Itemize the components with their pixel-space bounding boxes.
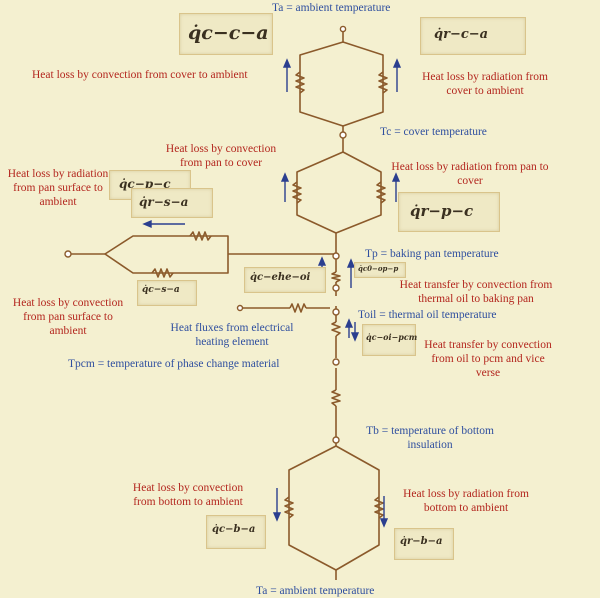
arrow-down-icon bbox=[379, 518, 389, 528]
wire bbox=[335, 151, 382, 234]
symbol-q-c-s-a: q̇c−s−a bbox=[142, 285, 180, 295]
arrow-down-icon bbox=[272, 512, 282, 522]
label-oil-to-pan: Heat transfer by convection from thermal… bbox=[399, 279, 553, 305]
arrow-down-icon bbox=[350, 332, 360, 342]
resistor bbox=[151, 268, 174, 278]
node-oil bbox=[332, 308, 340, 316]
symbol-q-c0-op-p: q̇c0−op−p bbox=[358, 264, 399, 273]
resistor bbox=[284, 496, 294, 519]
symbol-q-c-b-a: q̇c−b−a bbox=[212, 524, 256, 535]
wire bbox=[335, 445, 380, 571]
label-oil-temp: Toil = thermal oil temperature bbox=[358, 309, 497, 321]
node-ambient-top bbox=[339, 25, 347, 33]
node-pan bbox=[332, 252, 340, 260]
resistor bbox=[331, 271, 341, 283]
symbol-q-r-p-c: q̇r−p−c bbox=[410, 202, 474, 220]
symbol-box bbox=[362, 324, 416, 356]
label-conv-cover-ambient: Heat loss by convection from cover to am… bbox=[32, 69, 248, 81]
node-ambient-left bbox=[64, 250, 72, 258]
arrow-up-icon bbox=[392, 58, 402, 68]
symbol-q-c-p-c: q̇c−p−c bbox=[119, 177, 171, 191]
label-rad-pan-cover: Heat loss by radiation from pan to cover bbox=[391, 161, 549, 187]
resistor bbox=[295, 71, 305, 94]
symbol-q-c-ehe-oi: q̇c−ehe−oi bbox=[250, 272, 311, 283]
symbol-box bbox=[398, 192, 500, 232]
wire bbox=[288, 445, 337, 571]
symbol-box bbox=[137, 280, 197, 306]
wire bbox=[104, 235, 229, 255]
symbol-q-r-s-a: q̇r−s−a bbox=[139, 195, 189, 209]
resistor bbox=[292, 181, 302, 204]
label-rad-cover-ambient: Heat loss by radiation from cover to amb… bbox=[422, 71, 548, 97]
node-cover bbox=[339, 131, 347, 139]
label-pcm-temp: Tpcm = temperature of phase change mater… bbox=[68, 358, 280, 370]
resistor bbox=[374, 496, 384, 519]
wire bbox=[104, 253, 229, 274]
label-bottom-temp: Tb = temperature of bottom insulation bbox=[366, 425, 494, 451]
arrow-left-icon bbox=[142, 219, 152, 229]
arrow-up-icon bbox=[280, 172, 290, 182]
symbol-q-r-c-a: q̇r−c−a bbox=[434, 27, 489, 42]
resistor bbox=[289, 303, 307, 313]
symbol-box bbox=[179, 13, 273, 55]
arrow-up-icon bbox=[346, 258, 356, 268]
symbol-box bbox=[354, 262, 406, 278]
symbol-box bbox=[244, 267, 326, 293]
symbol-box bbox=[420, 17, 526, 55]
symbol-box bbox=[394, 528, 454, 560]
node-heater bbox=[236, 304, 244, 312]
symbol-box bbox=[131, 188, 213, 218]
label-rad-pan-surface: Heat loss by radiation from pan surface … bbox=[7, 168, 109, 208]
label-pan-temp: Tp = baking pan temperature bbox=[365, 248, 499, 260]
node-pcm bbox=[332, 358, 340, 366]
arrow-up-icon bbox=[282, 58, 292, 68]
arrow-up-icon bbox=[344, 318, 354, 328]
label-cover-temp: Tc = cover temperature bbox=[380, 126, 487, 138]
node-bottom bbox=[332, 436, 340, 444]
wire bbox=[299, 41, 344, 127]
label-ambient-bottom: Ta = ambient temperature bbox=[256, 585, 375, 597]
arrow-up-icon bbox=[391, 172, 401, 182]
label-conv-pan-cover: Heat loss by convection from pan to cove… bbox=[165, 143, 277, 169]
resistor bbox=[376, 181, 386, 204]
node-oil-connection bbox=[332, 284, 340, 292]
label-conv-pan-surface: Heat loss by convection from pan surface… bbox=[12, 297, 124, 337]
resistor bbox=[378, 71, 388, 94]
wire bbox=[342, 41, 384, 127]
resistor bbox=[331, 321, 341, 337]
arrow-up-icon bbox=[317, 256, 327, 266]
symbol-q-r-b-a: q̇r−b−a bbox=[400, 536, 443, 547]
label-rad-bottom: Heat loss by radiation from bottom to am… bbox=[403, 488, 529, 514]
symbol-box bbox=[206, 515, 266, 549]
label-conv-bottom: Heat loss by convection from bottom to a… bbox=[132, 482, 244, 508]
label-oil-pcm: Heat transfer by convection from oil to … bbox=[424, 339, 552, 379]
label-ambient-top: Ta = ambient temperature bbox=[272, 2, 391, 14]
symbol-q-c-c-a: q̇c−c−a bbox=[188, 22, 269, 44]
resistor bbox=[189, 231, 212, 241]
label-heater: Heat fluxes from electrical heating elem… bbox=[170, 322, 294, 348]
symbol-q-c-oi-pcm: q̇c−oi−pcm bbox=[366, 332, 418, 342]
resistor bbox=[331, 389, 341, 407]
wire bbox=[296, 151, 344, 234]
